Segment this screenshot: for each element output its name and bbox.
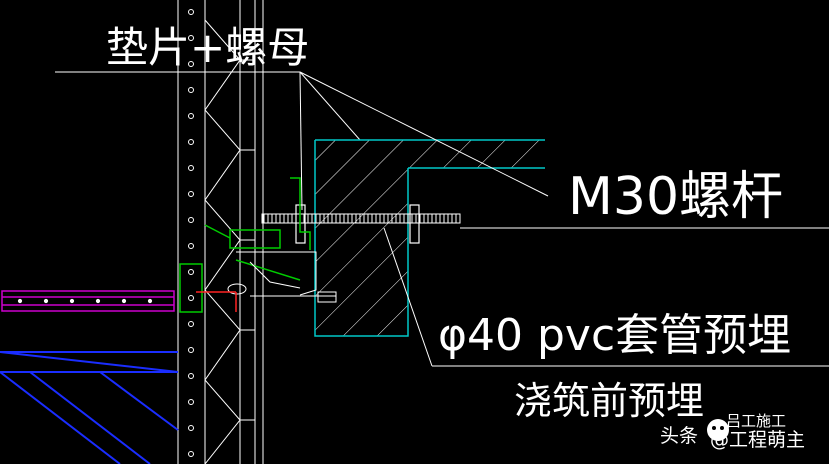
wechat-icon [707,419,729,441]
rail-bolt [43,298,49,304]
washer-nut-label: 垫片+螺母 [106,23,309,72]
bolt-hole [188,269,194,275]
sleeve-label: φ40 pvc套管预埋 [438,310,791,361]
bolt-hole [188,113,194,119]
bolt-hole [188,35,194,41]
frame-bolt-holes [188,9,194,457]
bolt-hole [188,321,194,327]
rail-bolt [17,298,23,304]
watermark-badge: 吕工施工 [726,412,786,430]
vertical-frame [177,0,264,464]
bolt-hole [188,373,194,379]
bolt-label: M30螺杆 [568,167,783,227]
sleeve-leaders [383,227,829,367]
bolt-hole [188,295,194,301]
watermark-handle: @工程萌主 [710,429,805,451]
bolt-hole [188,87,194,93]
m30-bolt [261,71,829,244]
bolt-hole [188,9,194,15]
bolt-hole [188,243,194,249]
rail-bolt [95,298,101,304]
bolt-hole [188,425,194,431]
bolt-hole [188,217,194,223]
rail-bolt [147,298,153,304]
bolt-hole [188,165,194,171]
red-pin-detail [196,291,237,312]
bolt-hole [188,399,194,405]
watermark-platform: 头条 [660,425,698,447]
anchor-bracket [179,177,311,313]
preembed-label: 浇筑前预埋 [514,379,704,423]
concrete-section [314,139,545,337]
bolt-hole [188,61,194,67]
support-hook [227,251,337,303]
bolt-hole [188,139,194,145]
watermark: 头条 吕工施工 @工程萌主 [660,412,805,451]
bolt-hole [188,191,194,197]
bolt-hole [188,347,194,353]
steel-platform-frame [0,351,179,464]
washer-nut-leader [55,71,361,211]
bolt-hole [188,451,194,457]
rail-bolt [121,298,127,304]
rail-bolt [69,298,75,304]
scaffold-rail [1,290,175,312]
